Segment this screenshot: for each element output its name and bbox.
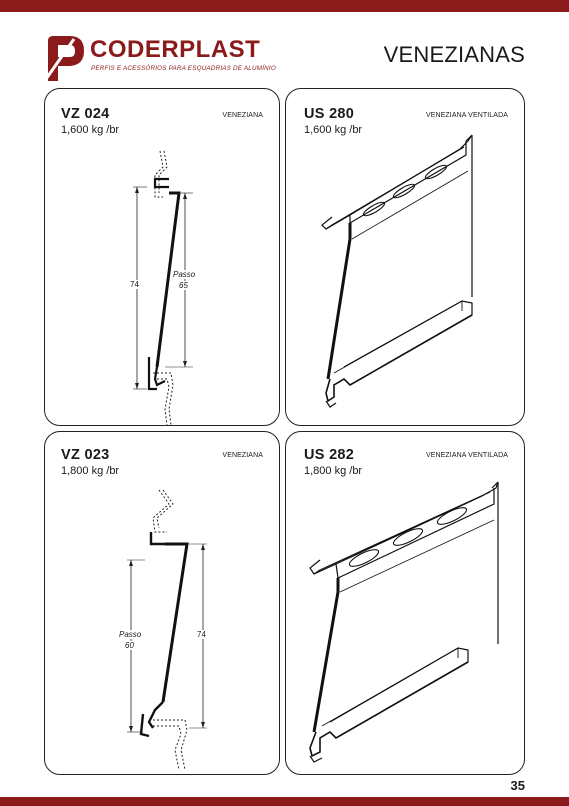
profile-drawing-vz024	[133, 150, 193, 426]
dimension-step-label: Passo	[173, 270, 196, 279]
product-type: VENEZIANA VENTILADA	[425, 112, 508, 119]
logo-mark-icon	[44, 36, 84, 81]
page-title: VENEZIANAS	[383, 42, 525, 67]
product-code: VZ 023	[61, 447, 110, 463]
product-card-vz023: VZ 023 1,800 kg /br VENEZIANA Passo 60 7…	[44, 431, 280, 775]
profile-drawing-vz023	[127, 489, 207, 771]
profile-drawing-us282	[309, 481, 499, 763]
page-number: 35	[510, 778, 525, 793]
product-code: US 282	[304, 447, 355, 463]
product-weight: 1,600 kg /br	[61, 124, 120, 136]
brand-tagline: PERFIS E ACESSÓRIOS PARA ESQUADRIAS DE A…	[91, 65, 276, 72]
bottom-accent-bar	[0, 797, 569, 806]
dimension-height-label: 74	[197, 630, 206, 639]
product-code: US 280	[304, 106, 355, 122]
product-card-us280: US 280 1,600 kg /br VENEZIANA VENTILADA	[285, 88, 525, 426]
brand-name: CODERPLAST	[90, 36, 261, 63]
product-type: VENEZIANA VENTILADA	[425, 452, 508, 459]
dimension-height-label: 74	[130, 280, 139, 289]
dimension-step-value: 65	[179, 281, 188, 290]
top-accent-bar	[0, 0, 569, 12]
dimension-step-label: Passo	[119, 630, 142, 639]
dimension-step-value: 60	[125, 641, 134, 650]
product-code: VZ 024	[61, 106, 110, 122]
product-card-vz024: VZ 024 1,600 kg /br VENEZIANA 74 Passo 6…	[44, 88, 280, 426]
product-type: VENEZIANA	[222, 452, 263, 459]
product-weight: 1,800 kg /br	[61, 465, 120, 477]
coderplast-logo: CODERPLAST PERFIS E ACESSÓRIOS PARA ESQU…	[44, 33, 284, 83]
profile-drawing-us280	[321, 134, 473, 408]
product-weight: 1,600 kg /br	[304, 124, 363, 136]
product-type: VENEZIANA	[222, 112, 263, 119]
product-weight: 1,800 kg /br	[304, 465, 363, 477]
product-card-us282: US 282 1,800 kg /br VENEZIANA VENTILADA	[285, 431, 525, 775]
